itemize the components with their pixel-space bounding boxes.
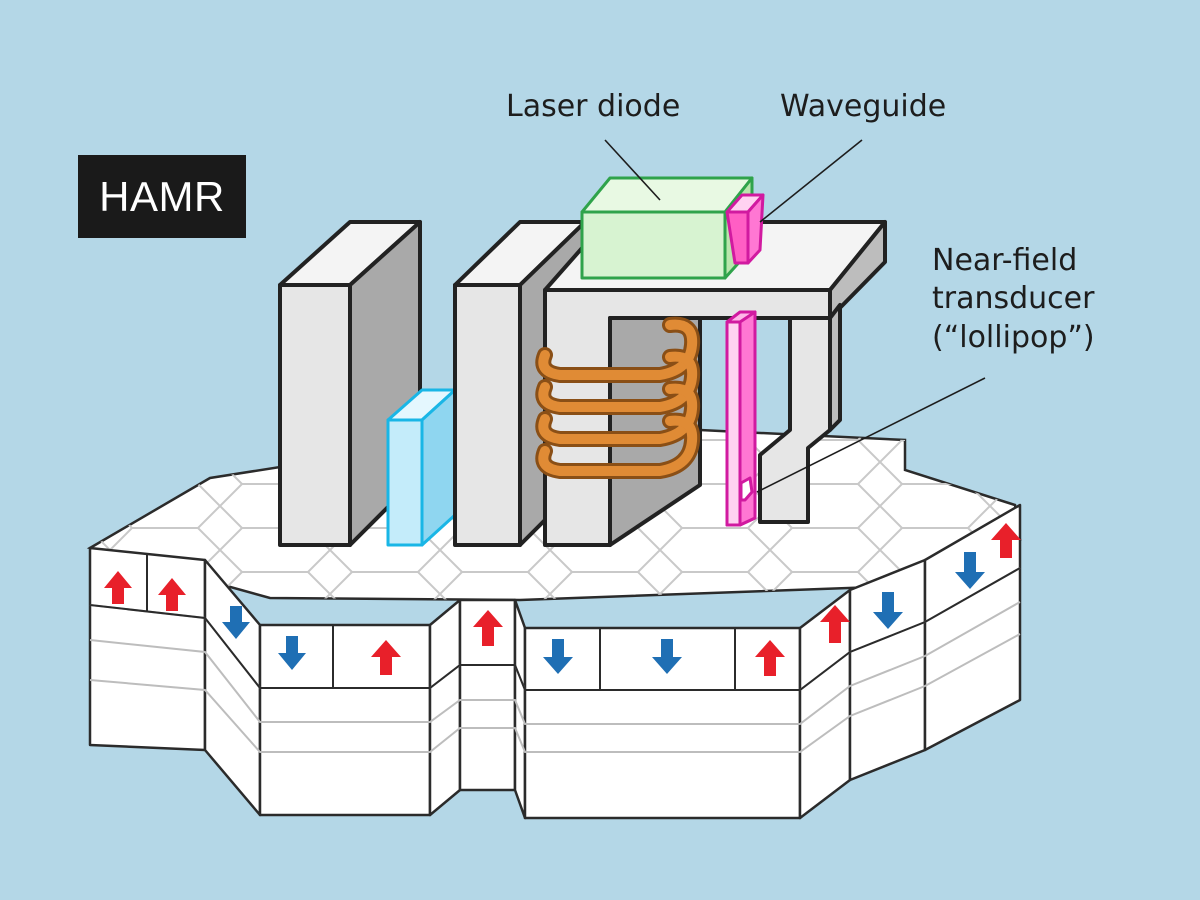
arrow-up-icon [473, 610, 503, 646]
arrow-up-icon [104, 571, 132, 604]
leader-lines [604, 139, 986, 493]
shield-block [386, 388, 457, 547]
arrow-up-icon [158, 578, 186, 611]
waveguide-leader [759, 139, 863, 223]
nft-label-line-1: Near-field [932, 243, 1078, 278]
diagram-title: HAMR [99, 173, 225, 220]
laser-diode-label: Laser diode [506, 89, 681, 124]
arrow-up-icon [371, 640, 401, 675]
return-pole [278, 220, 422, 547]
arrow-down-icon [222, 606, 250, 639]
coil-highlight [538, 319, 698, 476]
nft-leader [756, 377, 986, 493]
media-face-4 [428, 598, 462, 817]
arrow-down-icon [873, 592, 903, 629]
near-field-transducer-label: Near-field transducer (“lollipop”) [932, 242, 1095, 357]
arrow-down-icon [652, 639, 682, 674]
title-badge: HAMR [78, 155, 246, 238]
arrow-up-icon [755, 640, 785, 676]
near-field-transducer-icon [739, 476, 754, 502]
waveguide-channel [725, 310, 757, 527]
arrow-up-icon [991, 523, 1021, 558]
arrow-down-icon [955, 552, 985, 589]
laser-diode-block [580, 176, 754, 280]
laser-diode-leader [604, 139, 661, 201]
magnetization-arrows [104, 523, 1021, 676]
nft-label-line-2: transducer [932, 281, 1095, 317]
nft-label-line-3: (“lollipop”) [932, 319, 1095, 355]
arrow-up-icon [820, 605, 850, 643]
arrow-down-icon [278, 636, 306, 670]
recording-media [86, 428, 1022, 820]
media-face-6 [513, 598, 527, 820]
arrow-down-icon [543, 639, 573, 674]
waveguide-coupler [725, 193, 765, 265]
waveguide-label: Waveguide [780, 89, 947, 124]
